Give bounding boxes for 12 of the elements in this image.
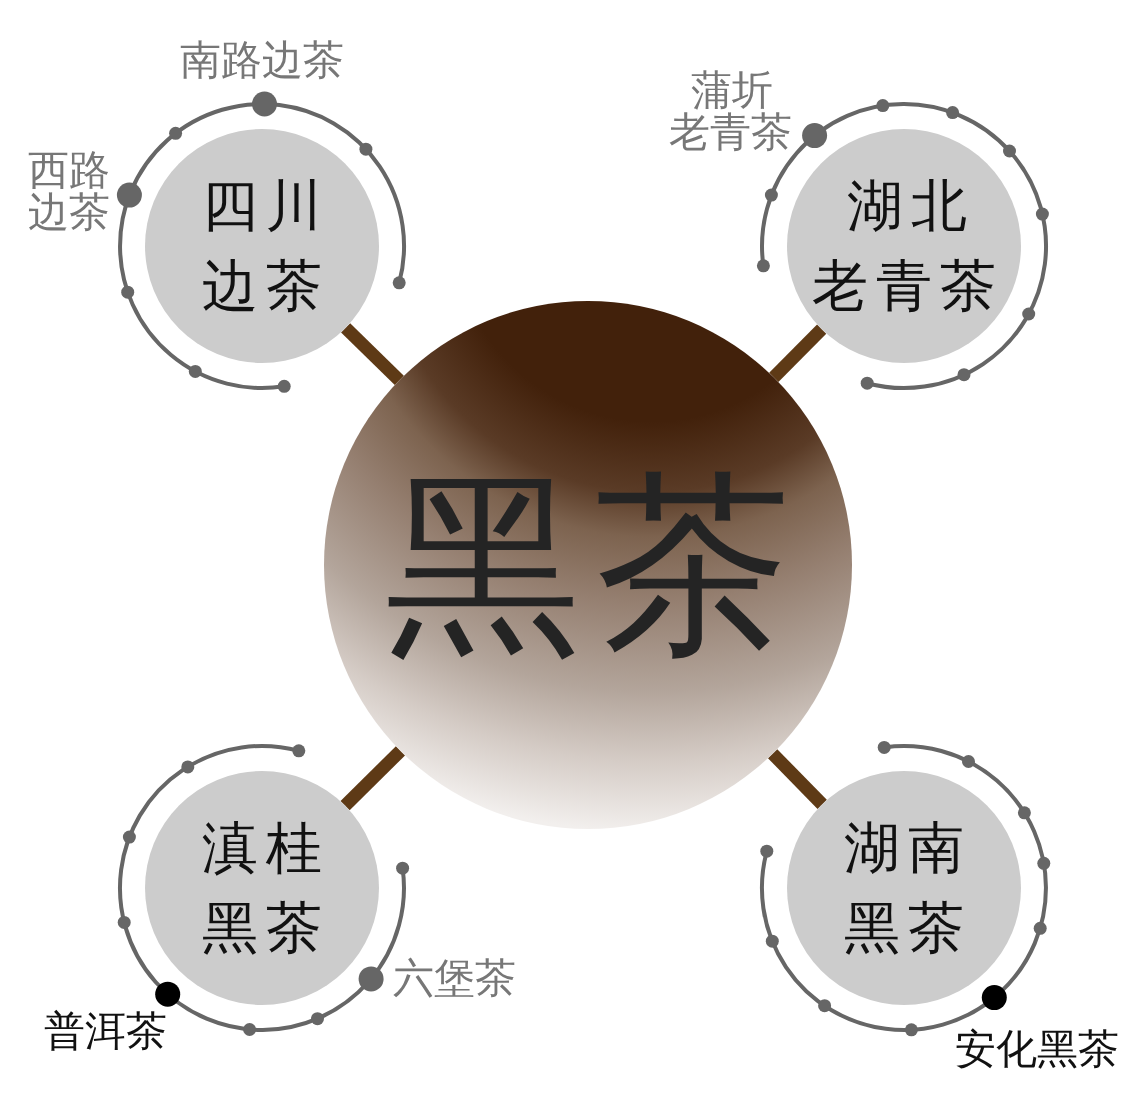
branch-label: 普洱茶 bbox=[42, 1010, 168, 1052]
topic-circle: 滇桂黑茶 bbox=[145, 771, 379, 1005]
connector-line bbox=[341, 323, 404, 385]
branch-label: 南路边茶 bbox=[179, 39, 345, 81]
branch-label: 六堡茶 bbox=[391, 957, 517, 999]
connector-line bbox=[340, 746, 406, 811]
connector-line bbox=[769, 324, 827, 382]
branch-label: 西路边茶 bbox=[27, 149, 111, 233]
connector-line bbox=[768, 749, 827, 809]
topic-circle: 湖南黑茶 bbox=[787, 771, 1021, 1005]
topic-circle: 四川边茶 bbox=[145, 129, 379, 363]
branch-label: 安化黑茶 bbox=[954, 1028, 1120, 1070]
